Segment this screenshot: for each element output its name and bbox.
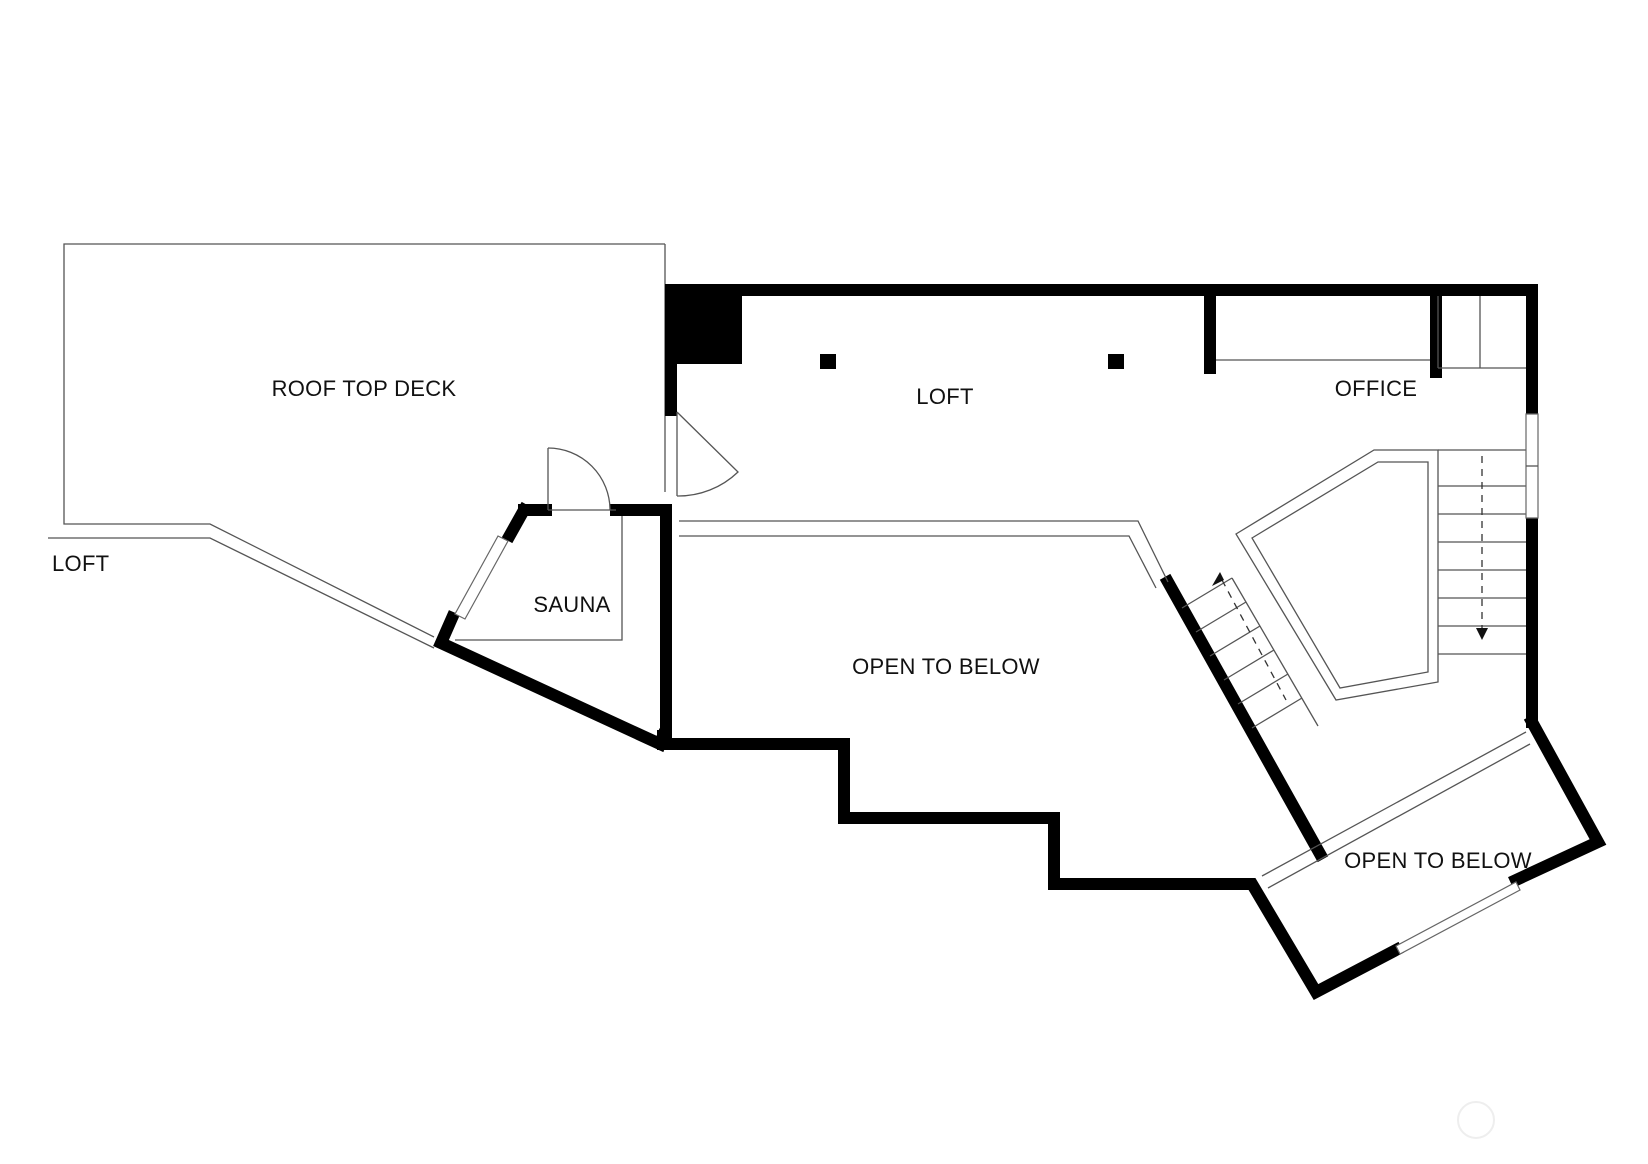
stair-diagonal-wall [1159, 573, 1329, 863]
bay-railing-a [1261, 731, 1527, 877]
column-block [676, 296, 742, 364]
office-label: OFFICE [1335, 376, 1417, 401]
stair-landing-inner [1251, 461, 1429, 689]
stair-down-arrow [1476, 628, 1488, 640]
stair-landing-outer [1235, 449, 1439, 701]
roof-deck-outline [63, 243, 665, 638]
stair-lower-left [1181, 577, 1319, 729]
stair-up-arrow [1212, 572, 1224, 586]
open-to-below-right-label: OPEN TO BELOW [1344, 848, 1532, 873]
watermark-icon [1457, 1101, 1495, 1139]
roof-top-deck-label: ROOF TOP DECK [272, 376, 457, 401]
sauna-label: SAUNA [533, 592, 610, 617]
south-bay-wall [657, 730, 1405, 1000]
open-to-below-center-label: OPEN TO BELOW [852, 654, 1040, 679]
post-left [820, 354, 836, 369]
stair-up-path [1221, 579, 1287, 701]
loft-left-boundary [48, 537, 435, 649]
sauna-south-wall [433, 610, 671, 753]
loft-left-label: LOFT [52, 551, 109, 576]
loft-main-label: LOFT [916, 384, 973, 409]
east-wall-lower [1508, 713, 1607, 888]
sauna-door [547, 447, 616, 511]
sauna-inner [455, 516, 623, 641]
sauna-north-wall-right [610, 504, 672, 742]
bay-railing-b [1267, 743, 1531, 889]
post-right [1108, 354, 1124, 369]
loft-railing [679, 520, 1169, 583]
loft-railing-inner [679, 535, 1157, 589]
sauna-window [454, 535, 509, 620]
bay-window-south [1395, 881, 1521, 955]
loft-door [676, 411, 739, 497]
